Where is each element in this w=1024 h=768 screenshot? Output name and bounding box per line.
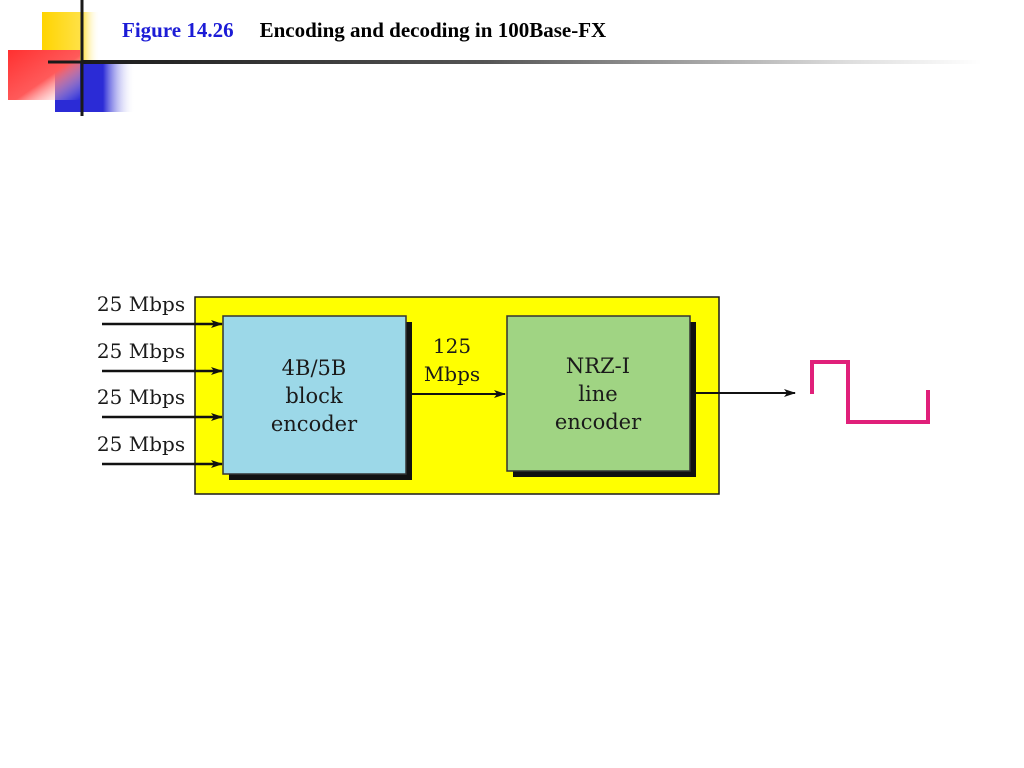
slide-logo	[8, 0, 140, 116]
input-rate-label-1: 25 Mbps	[97, 292, 185, 316]
figure-title: Encoding and decoding in 100Base-FX	[259, 18, 607, 42]
nrzi-encoder-box	[506, 315, 691, 472]
block-encoder-label-line2: block	[285, 384, 343, 408]
block-encoder-label-line3: encoder	[271, 412, 358, 436]
nrzi-encoder-label-line3: encoder	[555, 410, 642, 434]
output-signal-waveform	[810, 360, 930, 424]
input-rate-label-3: 25 Mbps	[97, 385, 185, 409]
nrzi-encoder-label-line1: NRZ-I	[566, 354, 630, 378]
nrzi-encoder-label-line2: line	[578, 382, 617, 406]
intermediate-rate-label-line1: 125	[433, 334, 471, 358]
input-rate-label-2: 25 Mbps	[97, 339, 185, 363]
title-underline	[82, 60, 982, 64]
block-encoder-label-line1: 4B/5B	[282, 356, 347, 380]
figure-label: Figure 14.26	[122, 18, 234, 42]
intermediate-rate-label-line2: Mbps	[424, 362, 480, 386]
block-encoder-box	[222, 315, 407, 475]
input-rate-label-4: 25 Mbps	[97, 432, 185, 456]
slide-title: Figure 14.26 Encoding and decoding in 100…	[122, 18, 606, 43]
